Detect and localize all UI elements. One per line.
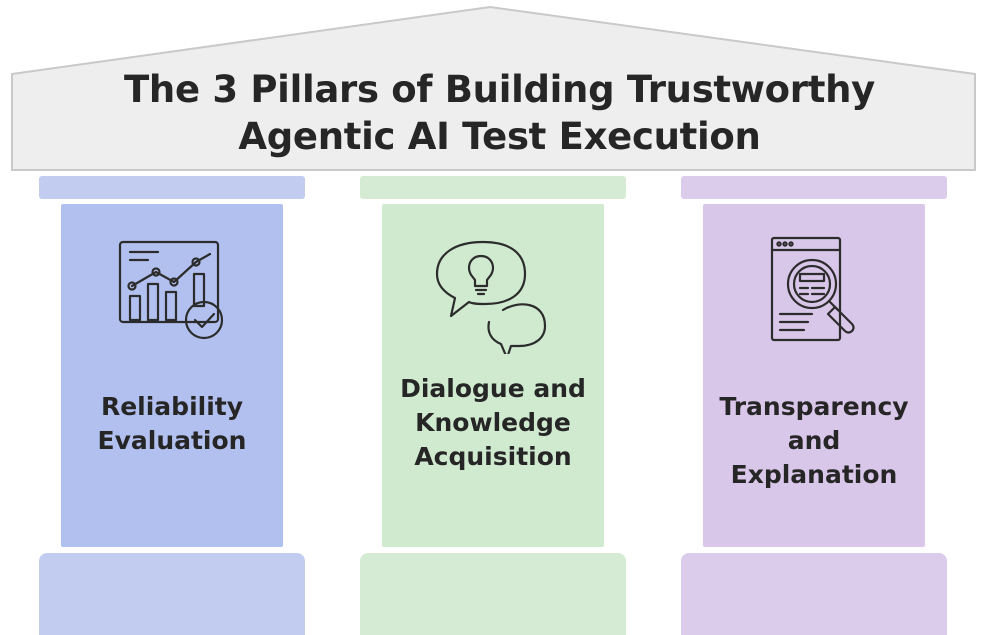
pillar-2-label: Dialogue and Knowledge Acquisition <box>388 372 598 474</box>
pillar-3-capital <box>681 176 947 199</box>
pillar-2-label-line-3: Acquisition <box>414 442 572 471</box>
pillar-1-base <box>39 553 305 635</box>
speech-bubbles-lightbulb-icon <box>435 240 547 354</box>
pillar-1-shaft: Reliability Evaluation <box>61 204 283 547</box>
pillar-2-capital <box>360 176 626 199</box>
pillar-3-label: Transparency and Explanation <box>709 390 919 492</box>
pillar-2-label-line-1: Dialogue and <box>400 374 586 403</box>
pillar-1-label-line-1: Reliability <box>100 392 244 421</box>
diagram-title: The 3 Pillars of Building Trustworthy Ag… <box>60 66 939 160</box>
document-magnifier-icon <box>770 236 855 342</box>
pillar-2-base <box>360 553 626 635</box>
pillar-2-label-line-2: Knowledge <box>415 408 571 437</box>
analytics-chart-check-icon <box>118 240 224 340</box>
pillar-1-label: Reliability Evaluation <box>67 390 277 458</box>
pillar-3-label-line-1: Transparency <box>719 392 909 421</box>
pillar-3-shaft: Transparency and Explanation <box>703 204 925 547</box>
pillar-3-label-line-2: and Explanation <box>730 426 898 489</box>
pillar-2-shaft: Dialogue and Knowledge Acquisition <box>382 204 604 547</box>
title-line-1: The 3 Pillars of Building Trustworthy <box>123 68 875 111</box>
title-line-2: Agentic AI Test Execution <box>238 115 761 158</box>
roof-shape <box>11 5 976 171</box>
roof-pediment <box>11 5 976 171</box>
pillar-3-base <box>681 553 947 635</box>
pillar-1-capital <box>39 176 305 199</box>
pillar-1-label-line-2: Evaluation <box>97 426 247 455</box>
